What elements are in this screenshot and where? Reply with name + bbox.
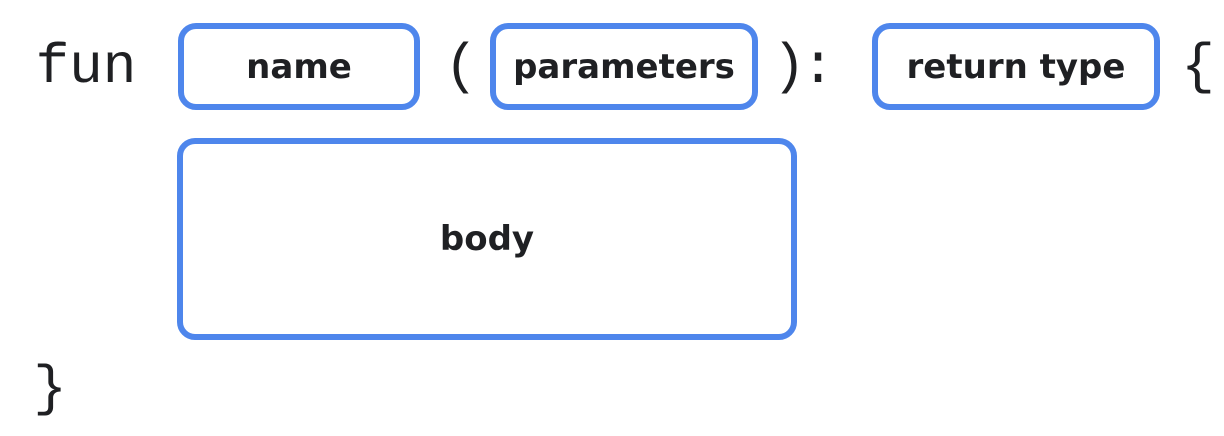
return-type-placeholder-box: return type [872, 23, 1160, 110]
open-paren-token: ( [444, 34, 478, 99]
return-type-label: return type [906, 46, 1126, 87]
parameters-label: parameters [513, 46, 735, 87]
close-brace-token: } [33, 356, 67, 421]
keyword-fun: fun [35, 34, 137, 99]
body-label: body [439, 219, 535, 259]
close-paren-token: ) [772, 34, 806, 99]
open-brace-token: { [1181, 34, 1215, 99]
colon-token: : [801, 34, 835, 99]
name-label: name [246, 46, 352, 87]
parameters-placeholder-box: parameters [490, 23, 758, 110]
body-placeholder-box: body [177, 138, 797, 340]
name-placeholder-box: name [178, 23, 420, 110]
